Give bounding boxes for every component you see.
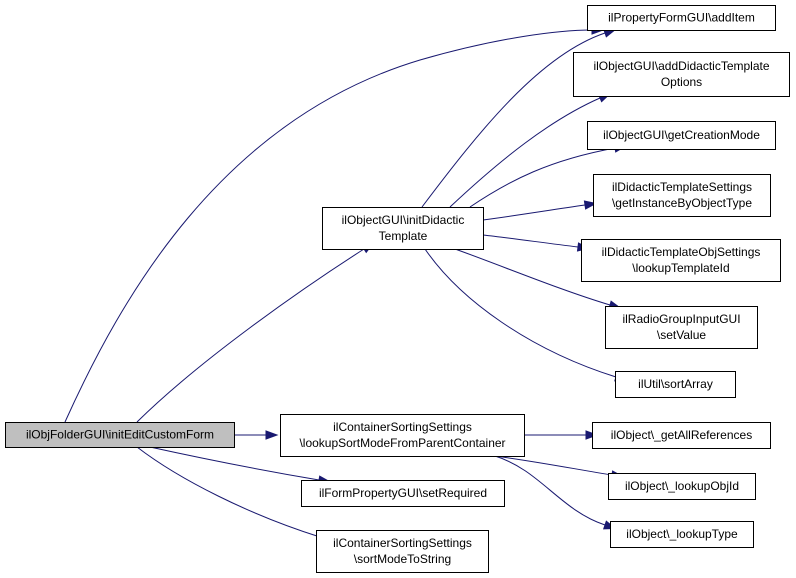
- node-label-line: ilContainerSortingSettings: [333, 536, 472, 550]
- edge-lookupSortMode-to-lookupType: [494, 455, 617, 530]
- node-label-line: ilObject\_lookupObjId: [625, 479, 739, 493]
- edge-line: [64, 29, 593, 423]
- edge-line: [482, 204, 586, 221]
- edge-line: [424, 248, 617, 378]
- edge-lookupSortMode-to-getAllRefs: [524, 430, 599, 440]
- edge-line: [494, 455, 606, 526]
- node-label-line: \setValue: [657, 328, 706, 342]
- node-label-line: \getInstanceByObjectType: [612, 196, 752, 210]
- node-label-line: Options: [661, 75, 702, 89]
- node-box: [605, 306, 758, 349]
- node-getAllRefs[interactable]: ilObject\_getAllReferences: [592, 422, 771, 449]
- node-box: [593, 174, 771, 217]
- node-box: [573, 52, 790, 97]
- node-label-line: \lookupSortModeFromParentContainer: [299, 436, 505, 450]
- edge-line: [494, 455, 613, 476]
- node-box: [5, 422, 235, 448]
- node-label-line: ilObjectGUI\initDidactic: [342, 213, 465, 227]
- node-box: [610, 521, 754, 548]
- node-label-line: ilObjectGUI\addDidacticTemplate: [593, 59, 769, 73]
- node-label-line: ilObjectGUI\getCreationMode: [603, 128, 760, 142]
- node-lookupSortMode[interactable]: ilContainerSortingSettings \lookupSortMod…: [280, 414, 525, 457]
- edge-line: [421, 32, 606, 208]
- node-box: [316, 530, 489, 573]
- node-box: [615, 371, 736, 398]
- edge-initDidactic-to-addDidacticOpts: [449, 93, 612, 208]
- node-getCreationMode[interactable]: ilObjectGUI\getCreationMode: [587, 121, 776, 150]
- arrowhead: [585, 430, 599, 440]
- edge-line: [469, 147, 616, 208]
- node-box: [592, 422, 771, 449]
- node-label-line: ilPropertyFormGUI\addItem: [608, 11, 755, 25]
- edge-root-to-initDidactic: [136, 242, 375, 423]
- node-label-line: ilDidacticTemplateSettings: [612, 180, 752, 194]
- node-addItem[interactable]: ilPropertyFormGUI\addItem: [587, 5, 776, 31]
- node-box: [280, 414, 525, 457]
- edge-line: [149, 446, 320, 481]
- node-label-line: ilUtil\sortArray: [638, 377, 713, 391]
- node-lookupTemplateId[interactable]: ilDidacticTemplateObjSettings \lookupTemp…: [581, 239, 781, 282]
- edge-line: [454, 248, 611, 306]
- edge-lookupSortMode-to-lookupObjId: [494, 455, 625, 480]
- node-box: [322, 207, 484, 250]
- edge-root-to-lookupSortMode: [234, 430, 279, 440]
- node-box: [301, 480, 505, 507]
- node-setValue[interactable]: ilRadioGroupInputGUI \setValue: [605, 306, 758, 349]
- edge-initDidactic-to-getInstance: [482, 200, 598, 221]
- node-box: [608, 473, 756, 500]
- node-label-line: \lookupTemplateId: [632, 261, 729, 275]
- node-sortModeToString[interactable]: ilContainerSortingSettings \sortModeToStr…: [316, 530, 489, 573]
- node-label-line: ilObject\_getAllReferences: [611, 428, 752, 442]
- node-label-line: ilContainerSortingSettings: [333, 420, 472, 434]
- edge-line: [136, 248, 365, 423]
- node-label-line: Template: [379, 229, 428, 243]
- node-lookupType[interactable]: ilObject\_lookupType: [610, 521, 754, 548]
- node-label-line: ilRadioGroupInputGUI: [622, 312, 740, 326]
- edge-line: [482, 234, 579, 248]
- edges-layer: [64, 25, 628, 542]
- node-box: [587, 5, 776, 31]
- node-setRequired[interactable]: ilFormPropertyGUI\setRequired: [301, 480, 505, 507]
- node-lookupObjId[interactable]: ilObject\_lookupObjId: [608, 473, 756, 500]
- node-label-line: ilObject\_lookupType: [626, 527, 738, 541]
- node-getInstance[interactable]: ilDidacticTemplateSettings \getInstanceBy…: [593, 174, 771, 217]
- node-label-line: ilFormPropertyGUI\setRequired: [319, 486, 487, 500]
- node-box: [587, 121, 776, 150]
- node-sortArray[interactable]: ilUtil\sortArray: [615, 371, 736, 398]
- node-root[interactable]: ilObjFolderGUI\initEditCustomForm: [5, 422, 235, 448]
- node-label-line: \sortModeToString: [354, 552, 451, 566]
- node-label-line: ilDidacticTemplateObjSettings: [602, 245, 761, 259]
- edge-line: [449, 97, 601, 208]
- node-label-line: ilObjFolderGUI\initEditCustomForm: [26, 428, 214, 442]
- edge-initDidactic-to-lookupTemplateId: [482, 234, 591, 252]
- node-box: [581, 239, 781, 282]
- arrowhead: [265, 430, 279, 440]
- edge-line: [136, 446, 321, 538]
- nodes-layer: ilObjFolderGUI\initEditCustomForm ilObjec…: [5, 5, 790, 573]
